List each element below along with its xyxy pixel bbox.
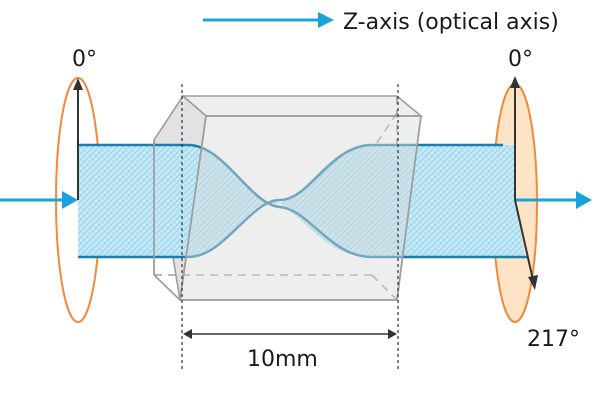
input-angle-label: 0° (72, 47, 97, 72)
length-label: 10mm (247, 347, 318, 372)
output-angle-rotated-label: 217° (527, 327, 580, 352)
laser-beam (78, 143, 527, 259)
input-arrow-head (62, 191, 78, 209)
input-polarization-vector (73, 78, 83, 200)
length-dimension: 10mm (181, 84, 399, 372)
output-arrow-head (576, 191, 592, 209)
beam-band-output-tail (515, 145, 525, 257)
output-polarization-vectors (510, 76, 538, 290)
legend-label: Z-axis (optical axis) (343, 10, 559, 35)
crystal-front (153, 115, 423, 301)
legend-arrow-head (318, 12, 334, 28)
beam-band-input (78, 145, 188, 257)
beam-band-crystal (188, 145, 420, 257)
legend: Z-axis (optical axis) (203, 10, 559, 35)
output-angle-reference-label: 0° (508, 47, 533, 72)
beam-band-output (418, 145, 515, 257)
crystal-front-face (178, 115, 423, 301)
